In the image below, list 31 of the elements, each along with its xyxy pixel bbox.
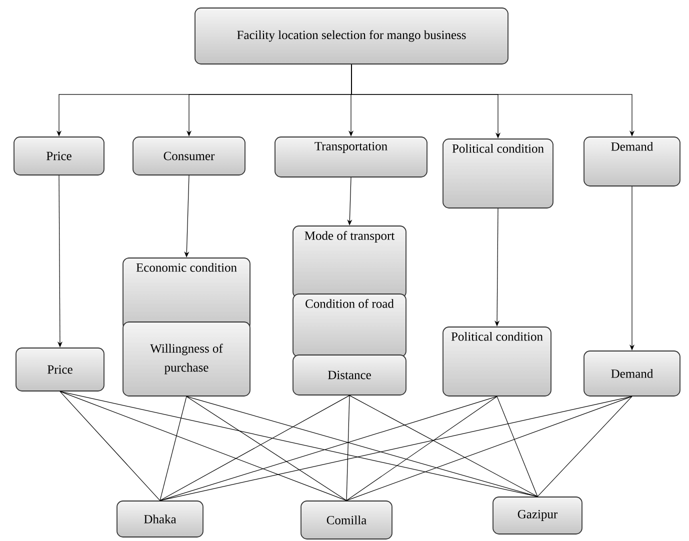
process-box: Consumer <box>132 136 246 176</box>
connector-line <box>496 396 538 497</box>
connector-line <box>160 396 498 501</box>
process-box: Transportation <box>274 136 428 178</box>
connector-line <box>160 395 350 501</box>
connector-line <box>160 396 187 501</box>
process-box: Dhaka <box>116 500 204 538</box>
process-box: Political condition <box>442 326 552 396</box>
process-box: Price <box>14 136 104 176</box>
process-box: Demand <box>584 136 680 186</box>
connector-line <box>160 396 632 501</box>
connector-line <box>60 391 347 501</box>
connector-line <box>537 396 632 497</box>
connector-line <box>186 396 347 501</box>
connector-line <box>346 396 632 501</box>
process-box: Price <box>16 348 104 392</box>
process-box: Political condition <box>442 138 554 208</box>
connector-line <box>349 395 538 497</box>
process-box: Mode of transport <box>292 226 406 298</box>
connector-line <box>346 395 350 501</box>
process-box: Willingness of purchase <box>122 322 250 396</box>
connector-line <box>186 396 538 497</box>
connector-line <box>346 396 498 501</box>
connector-line <box>60 391 538 497</box>
connector-line <box>60 391 160 501</box>
process-box: Gazipur <box>492 496 582 534</box>
process-box: Comilla <box>300 500 392 540</box>
process-box: Condition of road <box>292 294 406 358</box>
process-box: Facility location selection for mango business <box>194 8 508 64</box>
process-box: Distance <box>292 354 406 396</box>
process-box: Demand <box>584 350 680 396</box>
